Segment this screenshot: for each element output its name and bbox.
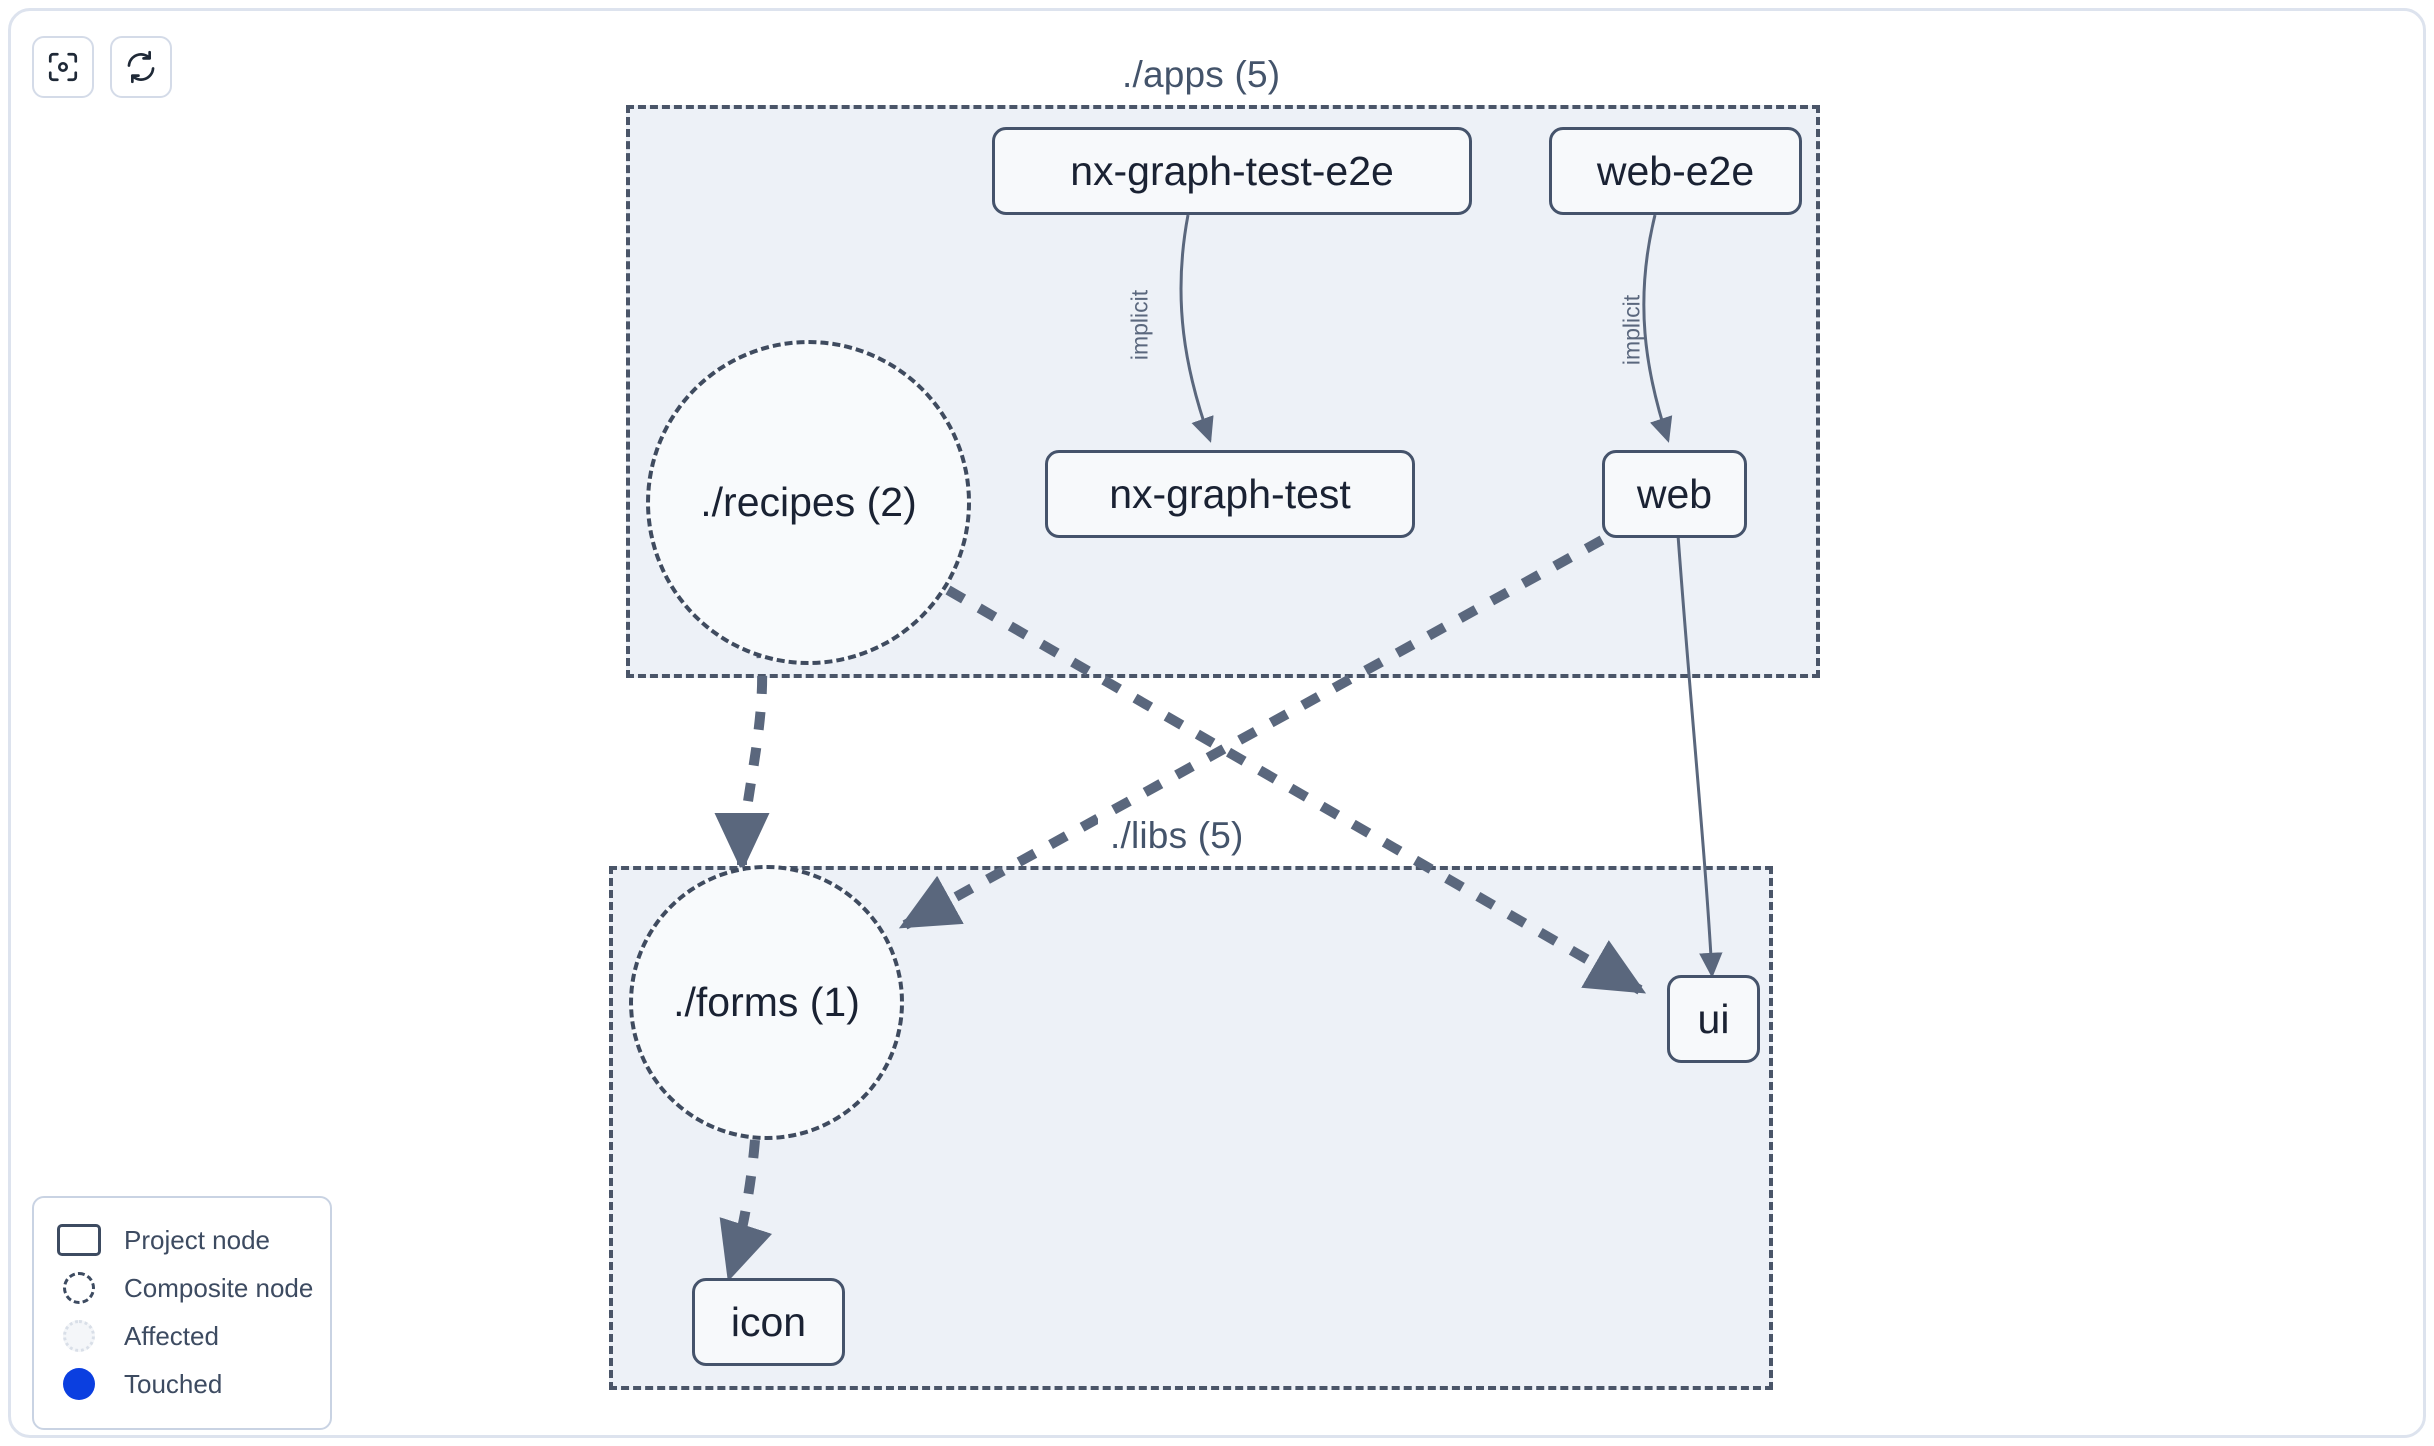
node-web-e2e[interactable]: web-e2e bbox=[1549, 127, 1802, 215]
node-label: web-e2e bbox=[1596, 147, 1755, 194]
legend-item-label: Touched bbox=[124, 1368, 223, 1399]
composite-node-swatch bbox=[56, 1271, 102, 1305]
project-node-swatch bbox=[56, 1223, 102, 1257]
node-ui[interactable]: ui bbox=[1667, 975, 1760, 1063]
node-label: nx-graph-test bbox=[1109, 470, 1351, 517]
node-nx-graph-test[interactable]: nx-graph-test bbox=[1045, 450, 1415, 538]
legend-item-label: Project node bbox=[124, 1224, 270, 1255]
node-label: ./recipes (2) bbox=[700, 479, 917, 525]
node-label: icon bbox=[730, 1298, 807, 1345]
node-label: ui bbox=[1697, 995, 1730, 1042]
node-forms[interactable]: ./forms (1) bbox=[629, 865, 904, 1140]
node-web[interactable]: web bbox=[1602, 450, 1747, 538]
node-label: nx-graph-test-e2e bbox=[1070, 147, 1394, 194]
node-nx-graph-test-e2e[interactable]: nx-graph-test-e2e bbox=[992, 127, 1472, 215]
node-recipes[interactable]: ./recipes (2) bbox=[646, 340, 971, 665]
group-label-libs: ./libs (5) bbox=[1098, 815, 1256, 857]
group-label-apps: ./apps (5) bbox=[1110, 54, 1293, 96]
legend-item-label: Affected bbox=[124, 1320, 219, 1351]
node-label: ./forms (1) bbox=[673, 979, 860, 1025]
graph-legend: Project node Composite node Affected Tou… bbox=[32, 1196, 332, 1430]
focus-graph-button[interactable] bbox=[32, 36, 94, 98]
node-icon[interactable]: icon bbox=[692, 1278, 845, 1366]
refresh-icon bbox=[124, 50, 158, 84]
touched-swatch bbox=[56, 1367, 102, 1401]
refresh-graph-button[interactable] bbox=[110, 36, 172, 98]
node-label: web bbox=[1636, 470, 1713, 517]
affected-swatch bbox=[56, 1319, 102, 1353]
legend-item-affected: Affected bbox=[56, 1312, 308, 1360]
focus-target-icon bbox=[46, 50, 80, 84]
legend-item-touched: Touched bbox=[56, 1360, 308, 1408]
graph-toolbar bbox=[32, 36, 172, 98]
legend-item-project-node: Project node bbox=[56, 1216, 308, 1264]
legend-item-label: Composite node bbox=[124, 1272, 314, 1303]
legend-item-composite-node: Composite node bbox=[56, 1264, 313, 1312]
